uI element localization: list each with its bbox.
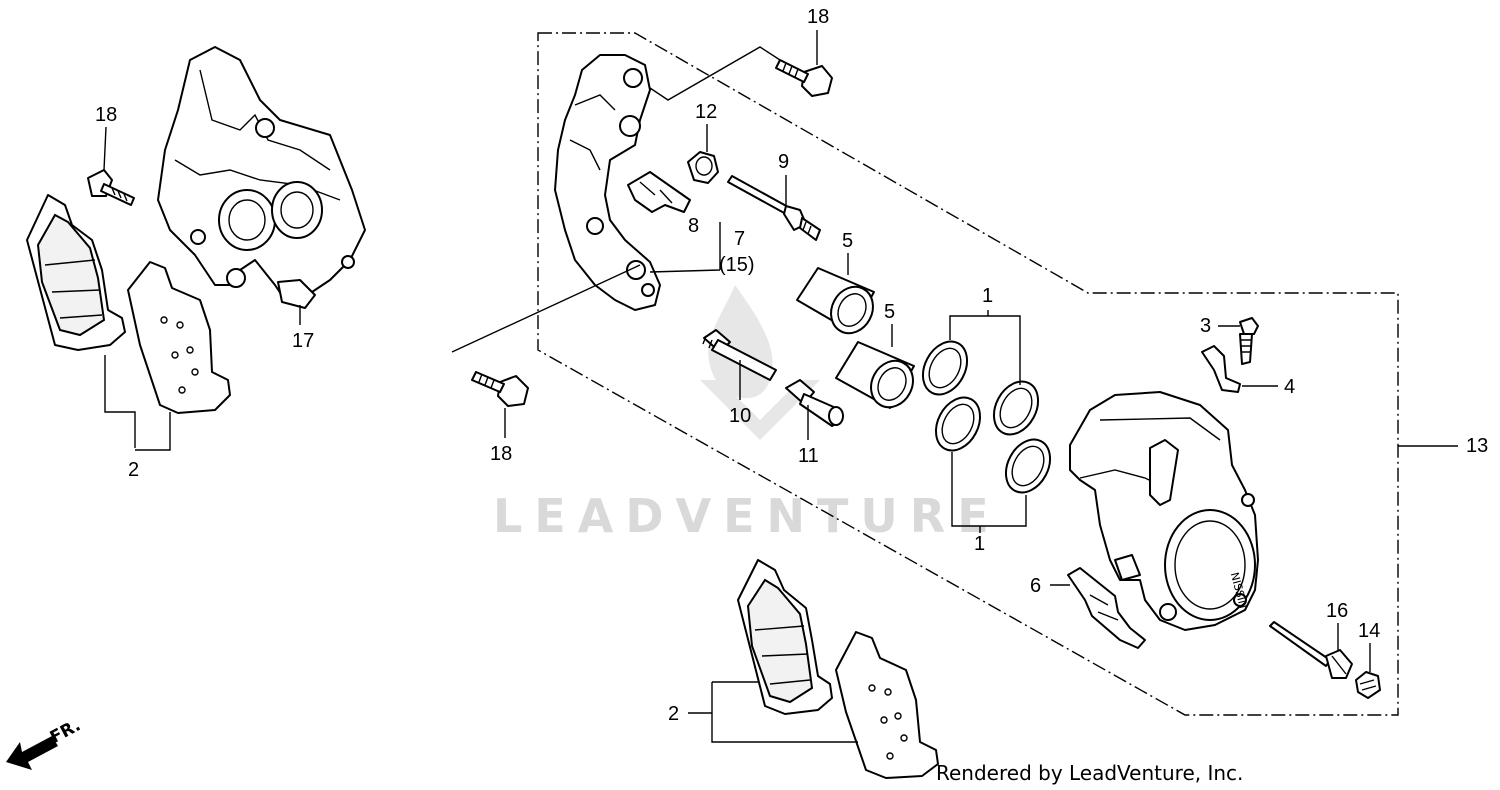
callout-14: 14 — [1358, 620, 1380, 642]
assembly-boundary — [537, 32, 1399, 716]
brake-pad-icon — [26, 194, 231, 414]
callout-6: 6 — [1030, 575, 1041, 597]
brake-pad-icon — [737, 559, 939, 779]
front-direction-arrow-icon — [6, 736, 58, 770]
caliper-assembly-icon — [157, 46, 366, 309]
caliper-body-icon — [1069, 391, 1259, 631]
callout-11: 11 — [798, 445, 819, 467]
callout-8: 8 — [688, 215, 699, 237]
callout-18-left: 18 — [95, 104, 117, 126]
callout-16: 16 — [1326, 600, 1348, 622]
caliper-pin-icon — [727, 175, 821, 241]
piston-icon — [796, 267, 875, 335]
caliper-pin-icon — [702, 329, 777, 381]
callout-18-top: 18 — [807, 6, 829, 28]
render-credit: Rendered by LeadVenture, Inc. — [936, 761, 1243, 785]
callout-10: 10 — [729, 405, 751, 427]
callout-12: 12 — [695, 101, 717, 123]
callout-18-lower: 18 — [490, 443, 512, 465]
callout-15: (15) — [719, 254, 755, 276]
pad-spring-icon — [627, 171, 691, 213]
callout-4: 4 — [1284, 376, 1295, 398]
callout-1-bottom: 1 — [974, 533, 985, 555]
watermark-text: LEADVENTURE — [493, 489, 1001, 543]
caliper-bracket-icon — [554, 54, 661, 311]
bolt-icon — [87, 169, 135, 206]
bleeder-valve-icon — [1239, 317, 1259, 365]
callout-1-top: 1 — [982, 285, 993, 307]
pad-pin-icon — [1269, 621, 1353, 679]
bleeder-cap-icon — [1201, 345, 1241, 393]
callout-13: 13 — [1466, 435, 1488, 457]
pad-retainer-icon — [1067, 567, 1146, 649]
bolt-icon — [775, 59, 833, 97]
callout-5-a: 5 — [842, 230, 853, 252]
callout-9: 9 — [778, 151, 789, 173]
callout-5-b: 5 — [884, 301, 895, 323]
piston-seal-icon — [921, 340, 1052, 494]
bolt-icon — [471, 371, 529, 407]
callout-2-left: 2 — [128, 459, 139, 481]
callout-3: 3 — [1200, 315, 1211, 337]
callout-7: 7 — [734, 228, 745, 250]
callout-2-bottom: 2 — [668, 703, 679, 725]
pin-plug-icon — [1355, 671, 1381, 699]
caliper-pin-icon — [785, 379, 844, 427]
callout-17: 17 — [292, 330, 314, 352]
pin-cap-icon — [687, 151, 719, 184]
piston-icon — [835, 341, 915, 409]
